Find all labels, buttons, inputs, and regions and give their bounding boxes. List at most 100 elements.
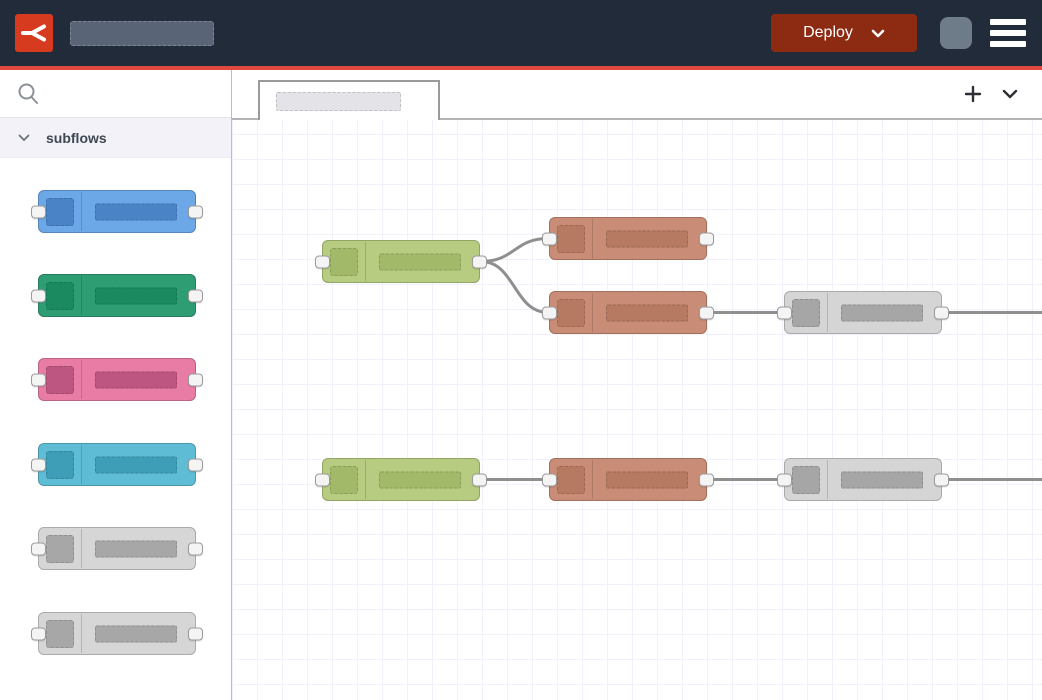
node-label-placeholder [95, 371, 177, 388]
node-input-port[interactable] [777, 306, 792, 319]
node-label-placeholder [379, 471, 461, 488]
flow-node-green-2[interactable] [315, 458, 487, 501]
flow-canvas[interactable] [232, 120, 1042, 700]
user-avatar[interactable] [940, 17, 972, 49]
node-icon-separator [81, 529, 82, 568]
node-label-placeholder [95, 625, 177, 642]
flow-node-salmon-3[interactable] [542, 458, 714, 501]
node-label-placeholder [606, 471, 688, 488]
node-output-port[interactable] [188, 373, 203, 386]
wire[interactable] [479, 260, 550, 314]
flow-node-gray-1[interactable] [777, 291, 949, 334]
node-icon-separator [592, 219, 593, 258]
node-input-port[interactable] [315, 255, 330, 268]
palette-node-green[interactable] [31, 274, 203, 317]
chevron-down-icon [1002, 89, 1018, 99]
node-input-port[interactable] [31, 627, 46, 640]
node-icon-placeholder [46, 535, 74, 563]
node-icon-separator [81, 360, 82, 399]
node-icon-separator [592, 460, 593, 499]
flow-node-gray-2[interactable] [777, 458, 949, 501]
workspace [232, 70, 1042, 700]
node-output-port[interactable] [188, 458, 203, 471]
hamburger-icon [990, 19, 1026, 25]
node-icon-placeholder [46, 620, 74, 648]
node-input-port[interactable] [777, 473, 792, 486]
node-label-placeholder [606, 230, 688, 247]
node-input-port[interactable] [31, 458, 46, 471]
node-output-port[interactable] [472, 255, 487, 268]
node-icon-separator [365, 242, 366, 281]
node-label-placeholder [95, 456, 177, 473]
node-icon-placeholder [330, 248, 358, 276]
app-logo [15, 14, 53, 52]
tab-actions [962, 70, 1020, 118]
node-icon-separator [81, 276, 82, 315]
palette-node-gray-2[interactable] [31, 612, 203, 655]
flow-list-button[interactable] [1000, 87, 1020, 101]
node-icon-placeholder [46, 282, 74, 310]
node-output-port[interactable] [699, 306, 714, 319]
wire[interactable] [479, 237, 550, 263]
node-input-port[interactable] [542, 473, 557, 486]
node-output-port[interactable] [188, 542, 203, 555]
palette-node-gray-1[interactable] [31, 527, 203, 570]
node-output-port[interactable] [472, 473, 487, 486]
palette-node-blue[interactable] [31, 190, 203, 233]
node-label-placeholder [841, 471, 923, 488]
node-icon-placeholder [792, 299, 820, 327]
deploy-chevron-down-icon[interactable] [871, 29, 885, 38]
palette-sidebar: subflows [0, 70, 232, 700]
palette-node-pink[interactable] [31, 358, 203, 401]
hamburger-icon [990, 30, 1026, 36]
node-output-port[interactable] [699, 232, 714, 245]
node-icon-placeholder [557, 225, 585, 253]
node-input-port[interactable] [542, 306, 557, 319]
add-flow-button[interactable] [962, 83, 984, 105]
flow-node-salmon-2[interactable] [542, 291, 714, 334]
node-output-port[interactable] [934, 473, 949, 486]
search-icon [18, 83, 38, 104]
deploy-button-label: Deploy [803, 24, 853, 41]
wires-layer [479, 237, 1042, 482]
palette-search[interactable] [0, 70, 231, 118]
node-red-logo-icon [21, 24, 46, 42]
workspace-tabbar [232, 70, 1042, 120]
node-output-port[interactable] [188, 205, 203, 218]
node-icon-placeholder [792, 466, 820, 494]
flow-tab-active[interactable] [258, 80, 440, 120]
node-input-port[interactable] [31, 289, 46, 302]
node-icon-placeholder [557, 466, 585, 494]
node-icon-separator [81, 192, 82, 231]
chevron-down-icon [18, 134, 30, 141]
node-input-port[interactable] [31, 542, 46, 555]
node-icon-separator [827, 460, 828, 499]
node-output-port[interactable] [934, 306, 949, 319]
palette-category-label: subflows [46, 129, 107, 146]
header: Deploy [0, 0, 1042, 66]
main-menu-button[interactable] [990, 19, 1026, 47]
node-input-port[interactable] [542, 232, 557, 245]
node-icon-placeholder [46, 451, 74, 479]
node-input-port[interactable] [31, 373, 46, 386]
palette-node-cyan[interactable] [31, 443, 203, 486]
node-icon-separator [81, 614, 82, 653]
node-input-port[interactable] [315, 473, 330, 486]
node-output-port[interactable] [188, 289, 203, 302]
hamburger-icon [990, 41, 1026, 47]
node-output-port[interactable] [188, 627, 203, 640]
workspace-title-placeholder [70, 20, 214, 46]
node-input-port[interactable] [31, 205, 46, 218]
flow-node-green-1[interactable] [315, 240, 487, 283]
node-label-placeholder [841, 304, 923, 321]
node-icon-placeholder [330, 466, 358, 494]
plus-icon [964, 85, 982, 103]
flow-tab-label-placeholder [276, 91, 401, 111]
deploy-button[interactable]: Deploy [771, 14, 917, 52]
flow-node-salmon-1[interactable] [542, 217, 714, 260]
palette-category-subflows[interactable]: subflows [0, 118, 231, 158]
node-icon-placeholder [46, 366, 74, 394]
node-label-placeholder [95, 540, 177, 557]
node-output-port[interactable] [699, 473, 714, 486]
